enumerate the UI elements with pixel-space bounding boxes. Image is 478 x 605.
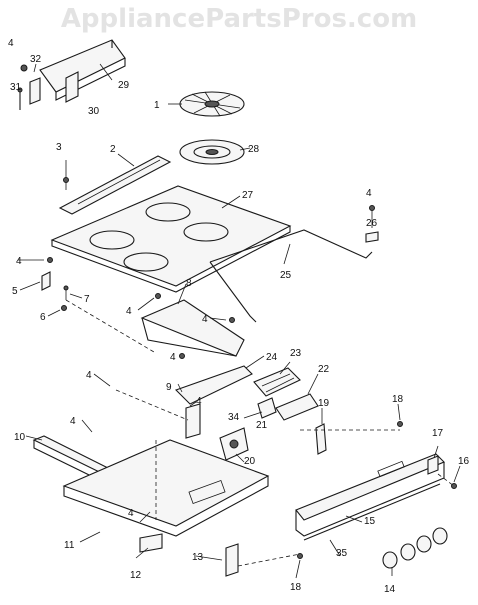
part-22-switch-housing: [275, 393, 319, 421]
part-35-rail-strip: [303, 483, 441, 541]
part-12-foot: [139, 533, 163, 553]
callout-4-center-left: 4: [126, 306, 132, 317]
callout-11: 11: [64, 540, 75, 551]
part-30-bracket: [65, 71, 79, 103]
callout-16: 16: [458, 456, 470, 467]
callout-30: 30: [88, 106, 100, 117]
callout-22: 22: [318, 364, 330, 375]
callout-15: 15: [364, 516, 376, 527]
callout-4-lower-mid: 4: [196, 396, 202, 407]
part-11-bottom-pan: [62, 439, 270, 537]
callout-28: 28: [248, 144, 260, 155]
callout-24: 24: [266, 352, 278, 363]
callout-27: 27: [242, 190, 254, 201]
callout-19: 19: [318, 398, 330, 409]
callout-35: 35: [336, 548, 348, 559]
callout-21: 21: [256, 420, 268, 431]
callout-5: 5: [12, 286, 18, 297]
callout-4-mid: 4: [170, 352, 176, 363]
callout-23: 23: [290, 348, 302, 359]
part-4-screw-top-left: [20, 64, 28, 72]
part-13-bracket: [225, 543, 239, 577]
callout-17: 17: [432, 428, 444, 439]
part-29-backguard: [39, 39, 126, 101]
part-4-screw-right: [369, 205, 375, 228]
callout-4-lower-left: 4: [86, 370, 92, 381]
callout-13: 13: [192, 552, 204, 563]
part-14-knobs: [382, 527, 448, 569]
callout-18-lower: 18: [290, 582, 302, 593]
callout-10: 10: [14, 432, 26, 443]
alignment-lines: [65, 299, 455, 567]
callout-1: 1: [154, 100, 160, 111]
part-32-end-cap: [29, 77, 41, 105]
callout-labels: 1 2 3 4 4 5 6 7 8 4 4 4 24 9 4 4 4 10 11…: [8, 38, 470, 595]
callout-32: 32: [30, 54, 42, 65]
part-16-screw: [451, 483, 457, 489]
callout-29: 29: [118, 80, 130, 91]
part-7-clip: [63, 285, 69, 300]
part-9-bracket: [185, 403, 201, 439]
callout-18-upper: 18: [392, 394, 404, 405]
part-21-switch: [257, 397, 277, 419]
part-3-screw: [63, 160, 69, 190]
callout-4-top-left: 4: [8, 38, 14, 49]
part-4-screw-left: [47, 257, 53, 263]
part-17-clip: [427, 455, 439, 475]
part-5-bracket: [41, 271, 51, 291]
part-25-rod: [209, 229, 373, 323]
part-19-clip: [315, 423, 327, 455]
part-26-clip: [365, 231, 379, 243]
callout-14: 14: [384, 584, 396, 595]
part-23-switch-block: [253, 367, 301, 397]
callout-2: 2: [110, 144, 116, 155]
part-8-panel: [140, 299, 245, 357]
callout-4-bottom: 4: [128, 508, 134, 519]
part-31-screw: [17, 87, 23, 110]
callout-6: 6: [40, 312, 46, 323]
part-20-terminal-block: [219, 427, 249, 461]
part-1-surface-element: [179, 91, 245, 117]
part-24-bracket: [174, 365, 253, 405]
callout-31: 31: [10, 82, 22, 93]
callout-26: 26: [366, 218, 378, 229]
part-18-screws: [297, 421, 403, 559]
part-27-cooktop: [50, 185, 292, 293]
callout-4-right: 4: [366, 188, 372, 199]
callout-34: 34: [228, 412, 240, 423]
callout-4-left: 4: [16, 256, 22, 267]
callout-20: 20: [244, 456, 256, 467]
callout-4-rail: 4: [70, 416, 76, 427]
callout-25: 25: [280, 270, 292, 281]
part-2-trim-strip: [58, 155, 172, 215]
part-28-drip-pan: [179, 139, 245, 165]
callout-9: 9: [166, 382, 172, 393]
callout-4-center: 4: [202, 314, 208, 325]
part-15-front-rail: [295, 453, 445, 537]
part-6-screw: [61, 305, 67, 311]
callout-3: 3: [56, 142, 62, 153]
callout-8: 8: [186, 278, 192, 289]
callout-7: 7: [84, 294, 90, 305]
callout-12: 12: [130, 570, 142, 581]
watermark: AppliancePartsPros.com: [60, 4, 418, 34]
leader-lines: [18, 63, 461, 579]
part-4-screw-center: [155, 293, 235, 359]
